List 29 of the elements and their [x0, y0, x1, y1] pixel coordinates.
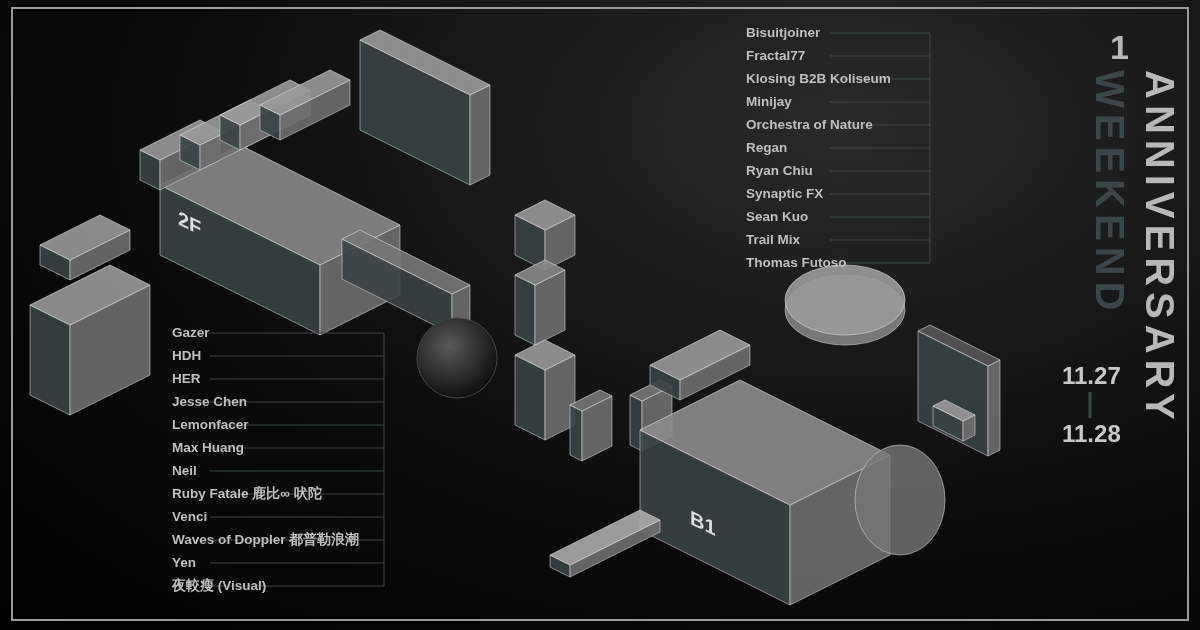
artist-name: Gazer [172, 325, 210, 341]
artist-name: Jesse Chen [172, 394, 248, 410]
event-date: 11.27 [1062, 362, 1121, 390]
artist-name: HER [172, 371, 201, 387]
title-word: ANNIVERSARY [1140, 70, 1180, 426]
artist-name: Thomas Futoso [746, 255, 847, 271]
artist-name: Klosing B2B Koliseum [746, 71, 891, 87]
artist-name: Yen [172, 555, 196, 571]
floor-label: 2F [178, 206, 202, 241]
artist-name: Orchestra of Nature [746, 117, 873, 133]
artist-name: 夜較瘦 (Visual) [172, 578, 267, 594]
artist-name: Ruby Fatale 鹿比∞ 吠陀 [172, 486, 322, 502]
artist-name: HDH [172, 348, 202, 364]
artist-name: Max Huang [172, 440, 244, 456]
artist-name: Ryan Chiu [746, 163, 813, 179]
artist-name: Venci [172, 509, 208, 525]
artist-name: Lemonfacer [172, 417, 249, 433]
artist-name: Synaptic FX [746, 186, 824, 202]
event-date: 11.28 [1062, 420, 1121, 448]
artist-name: Regan [746, 140, 788, 156]
artist-name: Neil [172, 463, 197, 479]
artist-name: Trail Mix [746, 232, 801, 248]
artist-name: Waves of Doppler 都普勒浪潮 [172, 532, 360, 548]
artist-name: Sean Kuo [746, 209, 809, 225]
title-numeral: 1 [1110, 28, 1129, 67]
artist-name: Minijay [746, 94, 792, 110]
artist-name: Bisuitjoiner [746, 25, 821, 41]
floor-label: B1 [690, 505, 716, 542]
artist-name: Fractal77 [746, 48, 806, 64]
